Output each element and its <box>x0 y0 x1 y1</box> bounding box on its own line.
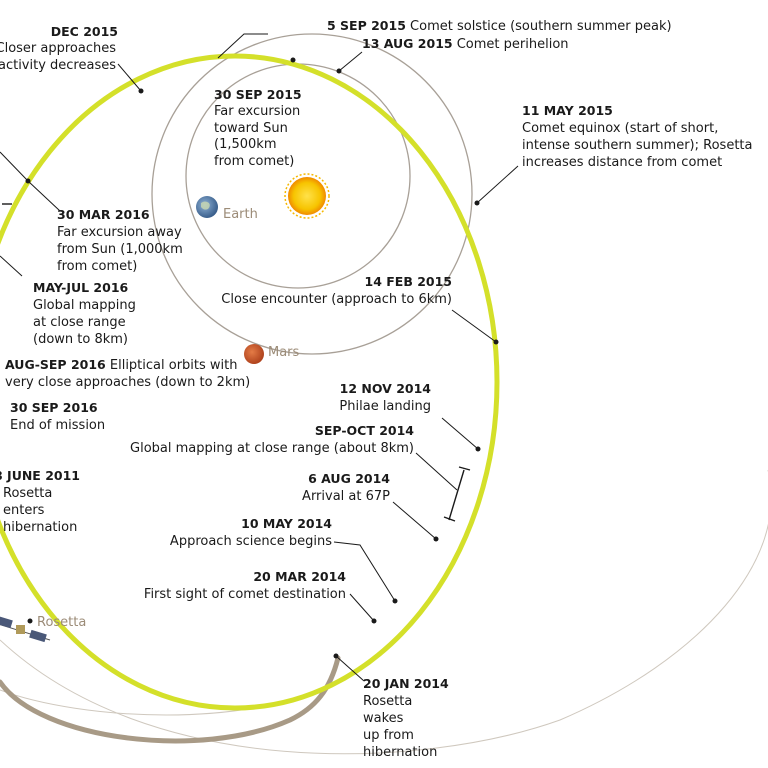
svg-text:Global mapping at close range: Global mapping at close range (about 8km… <box>130 441 414 456</box>
svg-text:as activity decreases: as activity decreases <box>0 58 116 73</box>
svg-text:8 JUNE 2011: 8 JUNE 2011 <box>0 468 80 483</box>
svg-text:12 NOV 2014: 12 NOV 2014 <box>340 381 432 396</box>
event-jan2014: 20 JAN 2014 Rosetta wakes up from hibern… <box>363 676 449 760</box>
svg-text:very close approaches (down to: very close approaches (down to 2km) <box>5 375 250 390</box>
event-nov2014: 12 NOV 2014 Philae landing <box>339 381 431 414</box>
svg-text:Rosetta: Rosetta <box>363 694 412 709</box>
svg-text:from comet): from comet) <box>214 154 294 169</box>
earth-icon <box>196 196 218 218</box>
svg-text:Approach science begins: Approach science begins <box>170 534 332 549</box>
svg-text:13 AUG 2015 Comet perihelion: 13 AUG 2015 Comet perihelion <box>362 36 569 52</box>
rosetta-label: Rosetta <box>37 615 86 630</box>
svg-text:First sight of comet destinati: First sight of comet destination <box>144 587 346 602</box>
svg-text:Far excursion away: Far excursion away <box>57 225 182 240</box>
event-may2015: 11 MAY 2015 Comet equinox (start of shor… <box>522 103 752 170</box>
mars-icon <box>244 344 264 364</box>
event-feb2015: 14 FEB 2015 Close encounter (approach to… <box>221 274 452 307</box>
event-jun2011: 8 JUNE 2011 Rosetta enters hibernation <box>0 468 80 535</box>
event-dec2015: DEC 2015 Closer approaches as activity d… <box>0 24 118 73</box>
svg-text:toward Sun: toward Sun <box>214 121 288 136</box>
svg-text:DEC 2015: DEC 2015 <box>51 24 118 39</box>
event-sep2016: 30 SEP 2016 End of mission <box>10 400 105 433</box>
svg-text:AUG-SEP 2016 Elliptical orbits: AUG-SEP 2016 Elliptical orbits with <box>5 357 238 373</box>
svg-text:hibernation: hibernation <box>363 745 437 760</box>
svg-text:intense southern summer); Rose: intense southern summer); Rosetta <box>522 138 752 153</box>
rosetta-marker <box>27 618 33 624</box>
svg-text:30 SEP 2015: 30 SEP 2015 <box>214 87 302 102</box>
event-sepoct2014: SEP-OCT 2014 Global mapping at close ran… <box>130 423 414 456</box>
svg-text:from Sun (1,000km: from Sun (1,000km <box>57 242 183 257</box>
svg-text:up from: up from <box>363 728 414 743</box>
svg-text:Arrival at 67P: Arrival at 67P <box>302 489 390 504</box>
svg-text:increases distance from comet: increases distance from comet <box>522 155 722 170</box>
leader-lines <box>0 33 519 682</box>
svg-text:14 FEB 2015: 14 FEB 2015 <box>365 274 453 289</box>
svg-text:End of mission: End of mission <box>10 418 105 433</box>
svg-text:MAY-JUL 2016: MAY-JUL 2016 <box>33 280 129 295</box>
svg-text:30 MAR 2016: 30 MAR 2016 <box>57 207 150 222</box>
svg-text:at close range: at close range <box>33 315 126 330</box>
rosetta-approach-arc <box>0 655 341 744</box>
svg-text:30 SEP 2016: 30 SEP 2016 <box>10 400 98 415</box>
svg-text:wakes: wakes <box>363 711 404 726</box>
svg-text:10 MAY 2014: 10 MAY 2014 <box>241 516 332 531</box>
svg-text:Closer approaches: Closer approaches <box>0 41 116 56</box>
svg-text:from comet): from comet) <box>57 259 137 274</box>
sun-icon <box>284 173 330 219</box>
outer-trajectory-arc <box>0 470 768 755</box>
svg-text:6 AUG 2014: 6 AUG 2014 <box>308 471 390 486</box>
svg-text:SEP-OCT 2014: SEP-OCT 2014 <box>315 423 414 438</box>
mars-label: Mars <box>268 345 300 360</box>
earth-label: Earth <box>223 207 258 222</box>
svg-text:Far excursion: Far excursion <box>214 104 300 119</box>
event-augsep2016: AUG-SEP 2016 Elliptical orbits with very… <box>5 357 250 390</box>
svg-text:11 MAY 2015: 11 MAY 2015 <box>522 103 613 118</box>
mars-orbit <box>151 33 473 355</box>
event-mar2014: 20 MAR 2014 First sight of comet destina… <box>144 569 346 602</box>
marker-solstice <box>290 57 296 63</box>
event-solstice: 5 SEP 2015 Comet solstice (southern summ… <box>327 18 672 34</box>
svg-text:Philae landing: Philae landing <box>339 399 431 414</box>
svg-text:20 JAN 2014: 20 JAN 2014 <box>363 676 449 691</box>
svg-text:(1,500km: (1,500km <box>214 137 276 152</box>
event-perihelion: 13 AUG 2015 Comet perihelion <box>362 36 569 52</box>
svg-text:Comet equinox (start of short,: Comet equinox (start of short, <box>522 121 718 136</box>
svg-text:Rosetta: Rosetta <box>3 486 52 501</box>
rosetta-spacecraft-icon <box>0 615 51 643</box>
svg-text:(down to 8km): (down to 8km) <box>33 332 128 347</box>
svg-text:Global mapping: Global mapping <box>33 298 136 313</box>
event-mayjul2016: MAY-JUL 2016 Global mapping at close ran… <box>33 280 136 347</box>
svg-text:hibernation: hibernation <box>3 520 77 535</box>
event-sep2015: 30 SEP 2015 Far excursion toward Sun (1,… <box>214 87 302 169</box>
event-mar2016: 30 MAR 2016 Far excursion away from Sun … <box>57 207 183 274</box>
event-may2014: 10 MAY 2014 Approach science begins <box>170 516 332 549</box>
svg-text:20 MAR 2014: 20 MAR 2014 <box>253 569 346 584</box>
svg-text:5 SEP 2015 Comet solstice (sou: 5 SEP 2015 Comet solstice (southern summ… <box>327 18 672 34</box>
sepoct2014-bracket <box>448 469 465 521</box>
svg-text:Close encounter (approach to 6: Close encounter (approach to 6km) <box>221 292 452 307</box>
event-aug2014: 6 AUG 2014 Arrival at 67P <box>302 471 390 504</box>
comet-orbit <box>0 53 500 711</box>
svg-text:enters: enters <box>3 503 45 518</box>
